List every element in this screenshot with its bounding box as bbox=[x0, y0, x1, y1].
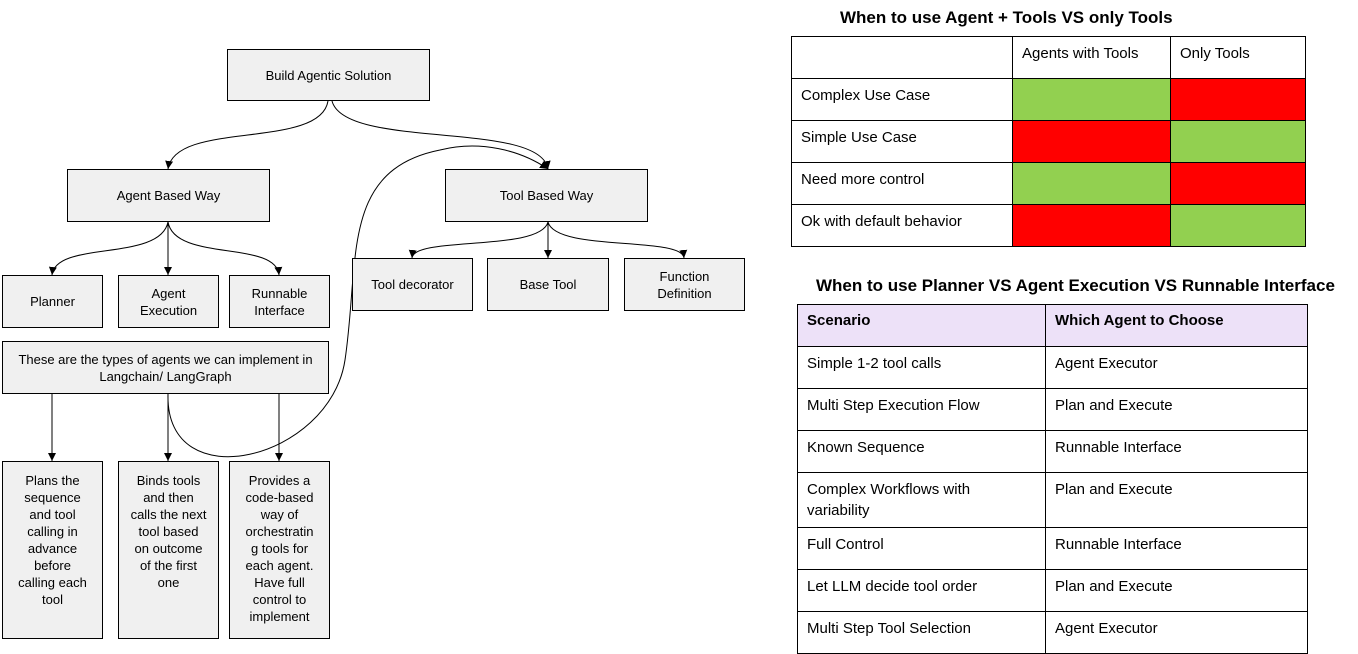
node-label: Base Tool bbox=[519, 277, 577, 292]
node-tool-decorator: Tool decorator bbox=[352, 258, 473, 311]
table1-row-label: Ok with default behavior bbox=[791, 204, 1013, 247]
table1-row-label: Complex Use Case bbox=[791, 78, 1013, 121]
scenario-cell: Known Sequence bbox=[797, 430, 1046, 473]
node-label: These are the types of agents we can imp… bbox=[18, 351, 313, 384]
node-function-definition: Function Definition bbox=[624, 258, 745, 311]
table1-row-label: Simple Use Case bbox=[791, 120, 1013, 163]
table2-row: Multi Step Execution Flow Plan and Execu… bbox=[797, 388, 1308, 431]
node-label: Runnable Interface bbox=[251, 285, 308, 318]
table2-row: Simple 1-2 tool calls Agent Executor bbox=[797, 346, 1308, 389]
agent-choice-cell: Runnable Interface bbox=[1045, 430, 1308, 473]
table2-header-cell: Scenario bbox=[797, 304, 1046, 347]
indicator-cell bbox=[1170, 204, 1306, 247]
agent-choice-cell: Plan and Execute bbox=[1045, 569, 1308, 612]
table1-row: Complex Use Case bbox=[791, 78, 1306, 121]
scenario-cell: Simple 1-2 tool calls bbox=[797, 346, 1046, 389]
edge-root-to-tool bbox=[331, 100, 551, 170]
scenario-cell: Let LLM decide tool order bbox=[797, 569, 1046, 612]
scenario-cell: Full Control bbox=[797, 527, 1046, 570]
table1-header-cell bbox=[791, 36, 1013, 79]
agent-choice-table: Scenario Which Agent to Choose Simple 1-… bbox=[797, 304, 1308, 654]
table2-header-row: Scenario Which Agent to Choose bbox=[797, 304, 1308, 347]
table1-header-row: Agents with Tools Only Tools bbox=[791, 36, 1306, 79]
agent-choice-cell: Agent Executor bbox=[1045, 611, 1308, 654]
node-agent-types-note: These are the types of agents we can imp… bbox=[2, 341, 329, 394]
table1-row-label: Need more control bbox=[791, 162, 1013, 205]
edge-tool-to-decorator bbox=[408, 221, 549, 259]
agents-vs-tools-table: Agents with Tools Only Tools Complex Use… bbox=[791, 36, 1306, 247]
edge-agent-to-planner bbox=[48, 221, 169, 276]
table1-row: Simple Use Case bbox=[791, 120, 1306, 163]
indicator-cell bbox=[1170, 120, 1306, 163]
node-runnable-description: Provides a code-based way of orchestrati… bbox=[229, 461, 330, 639]
node-label: Tool decorator bbox=[371, 277, 454, 292]
indicator-cell bbox=[1012, 120, 1171, 163]
node-label: Provides a code-based way of orchestrati… bbox=[245, 473, 314, 624]
scenario-cell: Multi Step Execution Flow bbox=[797, 388, 1046, 431]
node-tool-based-way: Tool Based Way bbox=[445, 169, 648, 222]
table1-header-cell: Only Tools bbox=[1170, 36, 1306, 79]
table2-row: Full Control Runnable Interface bbox=[797, 527, 1308, 570]
table1-row: Ok with default behavior bbox=[791, 204, 1306, 247]
node-base-tool: Base Tool bbox=[487, 258, 609, 311]
node-label: Build Agentic Solution bbox=[265, 67, 392, 83]
table2-row: Complex Workflows with variability Plan … bbox=[797, 472, 1308, 528]
indicator-cell bbox=[1170, 78, 1306, 121]
indicator-cell bbox=[1012, 204, 1171, 247]
node-label: Tool Based Way bbox=[499, 188, 594, 203]
table2-title: When to use Planner VS Agent Execution V… bbox=[816, 276, 1335, 295]
agent-choice-cell: Agent Executor bbox=[1045, 346, 1308, 389]
table1-header-cell: Agents with Tools bbox=[1012, 36, 1171, 79]
table1-title: When to use Agent + Tools VS only Tools bbox=[840, 8, 1173, 27]
table2-row: Let LLM decide tool order Plan and Execu… bbox=[797, 569, 1308, 612]
table1-row: Need more control bbox=[791, 162, 1306, 205]
node-agent-execution: Agent Execution bbox=[118, 275, 219, 328]
agent-choice-cell: Runnable Interface bbox=[1045, 527, 1308, 570]
edge-root-to-agent bbox=[165, 100, 329, 170]
indicator-cell bbox=[1012, 162, 1171, 205]
node-runnable-interface: Runnable Interface bbox=[229, 275, 330, 328]
agent-choice-cell: Plan and Execute bbox=[1045, 472, 1308, 528]
node-label: Agent Execution bbox=[139, 285, 198, 318]
edge-agent-to-runnable bbox=[167, 221, 283, 276]
node-label: Planner bbox=[30, 294, 75, 309]
node-planner-description: Plans the sequence and tool calling in a… bbox=[2, 461, 103, 639]
indicator-cell bbox=[1170, 162, 1306, 205]
node-label: Agent Based Way bbox=[116, 188, 221, 203]
node-label: Function Definition bbox=[657, 268, 712, 301]
indicator-cell bbox=[1012, 78, 1171, 121]
scenario-cell: Complex Workflows with variability bbox=[797, 472, 1046, 528]
node-build-agentic-solution: Build Agentic Solution bbox=[227, 49, 430, 101]
node-label: Binds tools and then calls the next tool… bbox=[130, 473, 207, 590]
table2-header-cell: Which Agent to Choose bbox=[1045, 304, 1308, 347]
node-execution-description: Binds tools and then calls the next tool… bbox=[118, 461, 219, 639]
edge-tool-to-function bbox=[547, 221, 688, 259]
table2-row: Known Sequence Runnable Interface bbox=[797, 430, 1308, 473]
node-planner: Planner bbox=[2, 275, 103, 328]
table2-row: Multi Step Tool Selection Agent Executor bbox=[797, 611, 1308, 654]
node-label: Plans the sequence and tool calling in a… bbox=[18, 473, 87, 607]
agent-choice-cell: Plan and Execute bbox=[1045, 388, 1308, 431]
node-agent-based-way: Agent Based Way bbox=[67, 169, 270, 222]
scenario-cell: Multi Step Tool Selection bbox=[797, 611, 1046, 654]
